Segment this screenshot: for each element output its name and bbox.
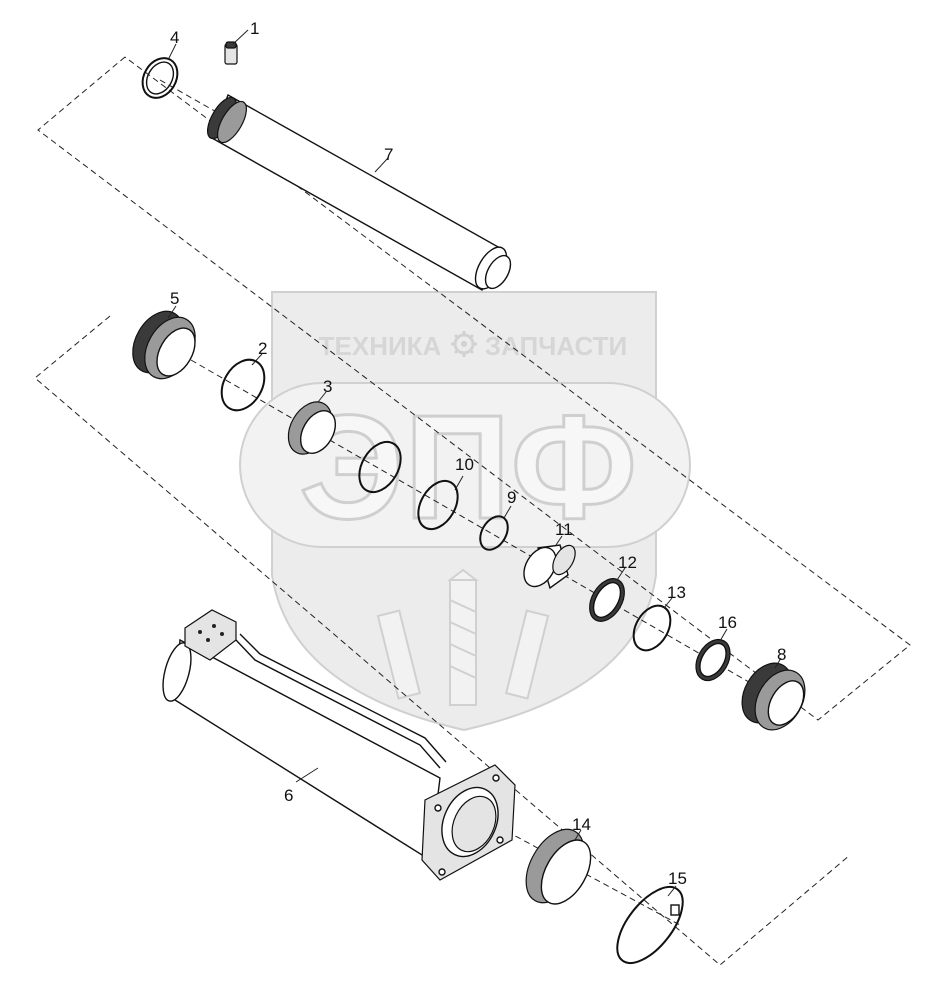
watermark-text-right: ЗАПЧАСТИ — [485, 331, 628, 361]
callouts: 1 4 7 5 2 3 10 9 11 12 13 16 8 6 14 15 — [170, 19, 786, 888]
callout-9: 9 — [507, 488, 516, 507]
part-15-clamp — [616, 885, 684, 964]
frame-upper — [37, 56, 911, 721]
callout-16: 16 — [718, 613, 737, 632]
callout-5: 5 — [170, 289, 179, 308]
watermark: ТЕХНИКА ЗАПЧАСТИ ЭПФ — [239, 291, 691, 732]
part-11-piston — [523, 535, 576, 590]
part-8-gland — [741, 657, 806, 731]
frame-lower — [34, 315, 851, 966]
callout-1: 1 — [250, 19, 259, 38]
part-5-gland — [132, 305, 196, 380]
watermark-logo-badge — [239, 382, 691, 548]
callout-14: 14 — [572, 815, 591, 834]
part-3-bushing — [287, 391, 337, 455]
callout-12: 12 — [618, 553, 637, 572]
part-seal-ring — [358, 440, 402, 494]
callout-8: 8 — [777, 645, 786, 664]
part-6-cylinder-barrel — [162, 609, 516, 881]
part-7-rod — [207, 93, 512, 291]
part-12-ring — [589, 567, 626, 622]
part-10-ring — [417, 475, 464, 531]
watermark-logo: ЭПФ — [299, 385, 637, 550]
callout-3: 3 — [323, 377, 332, 396]
gear-icon — [451, 331, 477, 357]
wheat-icon — [376, 568, 550, 706]
callout-4: 4 — [170, 28, 179, 47]
callout-2: 2 — [258, 339, 267, 358]
watermark-text-left: ТЕХНИКА — [319, 331, 442, 361]
callout-6: 6 — [284, 786, 293, 805]
callout-13: 13 — [667, 583, 686, 602]
part-1-bolt — [224, 29, 249, 65]
callout-15: 15 — [668, 869, 687, 888]
part-4-ring — [141, 43, 179, 99]
part-9-ring — [479, 505, 512, 551]
part-14-cover — [525, 828, 592, 905]
part-2-ring — [220, 353, 266, 412]
axis-piston — [164, 344, 781, 701]
part-16-ring — [695, 628, 731, 682]
callout-7: 7 — [384, 145, 393, 164]
callout-11: 11 — [555, 520, 573, 539]
callout-10: 10 — [455, 455, 474, 474]
part-13-ring — [632, 597, 673, 652]
